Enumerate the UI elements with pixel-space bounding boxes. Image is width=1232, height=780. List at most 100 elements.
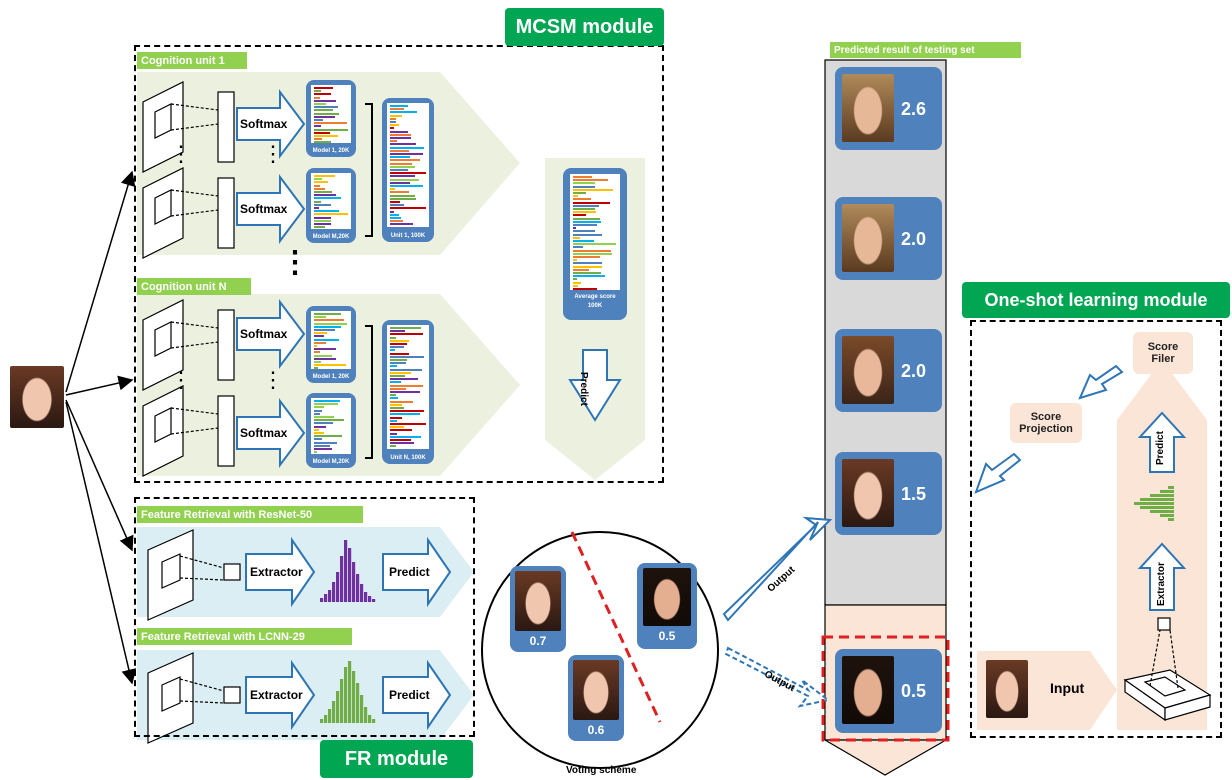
score-bar — [573, 275, 605, 278]
model-m-card-unitn: Model M,20K — [306, 393, 356, 468]
input-arrows — [65, 170, 137, 685]
score-bar — [314, 335, 324, 338]
score-bar — [390, 397, 398, 400]
score-bar — [390, 217, 401, 219]
score-bar — [314, 325, 341, 328]
score-bar — [314, 200, 321, 203]
score-bar — [390, 108, 404, 111]
score-bar — [390, 346, 404, 349]
oneshot-extractor-label: Extractor — [1156, 562, 1167, 606]
score-bar — [390, 407, 404, 409]
extractor-label-lcnn: Extractor — [250, 688, 303, 702]
score-bar — [390, 333, 423, 336]
result-card-4: 1.5 — [835, 452, 942, 535]
score-bar — [314, 435, 342, 438]
score-bar — [573, 288, 597, 290]
voting-divider — [570, 531, 662, 723]
score-bar — [314, 316, 326, 319]
score-bar — [573, 204, 599, 207]
score-bar — [573, 265, 602, 268]
oneshot-predict-arrow — [1137, 411, 1187, 473]
score-bar — [390, 175, 415, 178]
histogram-bar — [352, 562, 356, 602]
histogram-bar — [360, 695, 364, 723]
score-bar — [390, 194, 415, 197]
softmax-label-2: Softmax — [240, 202, 288, 216]
score-bar — [573, 281, 581, 284]
score-bar — [573, 268, 589, 271]
average-score-card: Average score 100K — [563, 168, 627, 320]
result-card-1: 2.6 — [835, 67, 942, 150]
score-bar — [314, 406, 324, 409]
score-bar — [390, 210, 394, 213]
score-bar — [573, 278, 577, 281]
cognition-unit-1-label: Cognition unit 1 — [137, 52, 247, 69]
score-bar — [314, 175, 335, 177]
oneshot-arrow-to-result — [974, 452, 1022, 494]
score-bar — [390, 127, 394, 130]
score-bar — [390, 137, 411, 139]
score-bar — [314, 428, 319, 431]
score-bar — [573, 182, 595, 185]
histogram-bar — [324, 594, 328, 602]
score-bar — [573, 220, 601, 223]
result-card-5: 0.5 — [835, 649, 942, 733]
histogram-bar — [368, 715, 372, 723]
oneshot-module-title: One-shot learning module — [962, 282, 1230, 318]
score-bar — [314, 357, 336, 360]
score-bar — [390, 153, 423, 155]
score-bar — [573, 230, 595, 233]
score-bar — [314, 409, 322, 412]
score-bar — [314, 332, 327, 335]
score-bar — [390, 355, 424, 358]
fr-module-frame — [134, 497, 475, 737]
score-bar — [314, 216, 331, 219]
score-bar — [390, 359, 407, 361]
score-bar — [390, 220, 403, 223]
extractor-label-resnet: Extractor — [250, 565, 303, 579]
oneshot-conv-block — [1123, 617, 1212, 722]
score-bar — [314, 184, 320, 187]
score-bar — [573, 208, 595, 210]
vertical-dots: ⋮ — [170, 141, 192, 166]
mcsm-module-frame — [134, 45, 664, 483]
score-bar — [314, 112, 339, 115]
score-bar — [314, 422, 333, 425]
histogram-bar — [336, 572, 340, 602]
score-bar — [390, 327, 421, 329]
score-bar — [390, 343, 407, 345]
histogram-lcnn — [320, 661, 376, 723]
score-bar — [390, 371, 411, 374]
softmax-label-3: Softmax — [240, 327, 288, 341]
output-arrow-dashed — [724, 646, 831, 708]
score-bar — [314, 412, 320, 415]
score-bar — [314, 187, 325, 190]
lcnn-label: Feature Retrieval with LCNN-29 — [137, 628, 352, 645]
score-bar — [314, 348, 336, 351]
score-bar — [573, 214, 586, 217]
score-bar — [390, 133, 411, 136]
score-bar — [390, 223, 413, 226]
histogram-bar — [340, 679, 344, 723]
mcsm-module-title: MCSM module — [505, 8, 664, 46]
predict-label-average: Predict — [578, 372, 589, 406]
score-bar — [390, 121, 396, 123]
score-bar — [314, 329, 335, 331]
vertical-dots: ⋮ — [170, 367, 192, 392]
score-bar — [390, 429, 412, 432]
histogram-bar — [348, 548, 352, 602]
score-bar — [573, 256, 600, 258]
score-bar — [314, 178, 322, 181]
vertical-dots: ⋮ — [262, 141, 284, 166]
score-bar — [314, 438, 322, 441]
score-bar — [573, 227, 576, 230]
score-bar — [314, 194, 336, 197]
score-bar — [390, 185, 423, 187]
histogram-bar — [368, 596, 372, 602]
softmax-label-1: Softmax — [240, 117, 288, 131]
score-bar — [314, 125, 321, 128]
score-bar — [573, 198, 591, 201]
histogram-bar — [336, 691, 340, 723]
score-bar — [390, 426, 404, 429]
